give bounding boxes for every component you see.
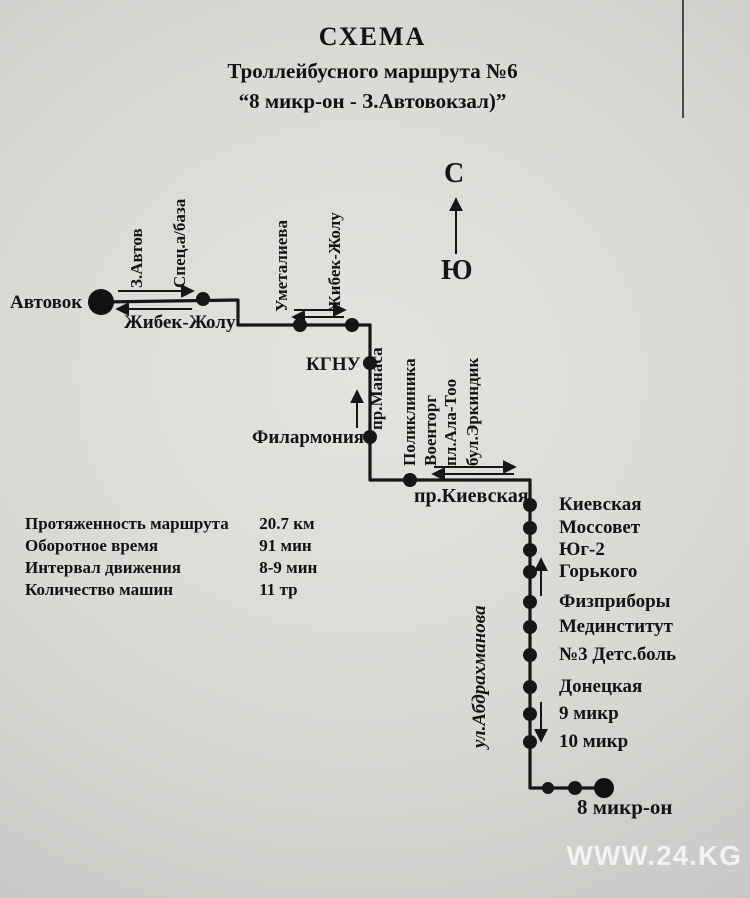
stat-row: Интервал движения 8-9 мин [25,557,317,579]
stop-label-gorkogo: Горького [559,561,638,582]
stop-label-detsbol: №3 Детс.боль [559,644,677,665]
stat-row: Протяженность маршрута 20.7 км [25,513,317,535]
stop-label-fizpribory: Физприборы [559,591,671,612]
street-label-pr-kievskaya: пр.Киевская [414,485,529,507]
watermark: WWW.24.KG [566,840,742,871]
street-label-ul-abdrakhmanova: ул.Абдрахманова [469,605,490,748]
stop-label-yug2: Юг-2 [559,539,605,560]
stop-label-medinstitut: Мединститут [559,616,673,637]
stop-label-donetskaya: Донецкая [559,676,643,697]
stat-row: Количество машин 11 тр [25,579,317,601]
stop-label-filarmonia: Филармония [252,427,365,448]
title-line1: СХЕМА [318,22,427,51]
scan-artifact-line [682,0,684,118]
stat-label-vehicles: Количество машин [25,580,174,599]
compass-south-label: Ю [441,255,473,286]
terminal-dot-east [594,778,614,798]
stop-label-voentorg: Военторг [421,395,440,466]
stop-label-z-avtov: З.Автов [127,228,146,288]
stat-label-interval: Интервал движения [25,558,181,577]
street-label-zhibek-zholu: Жибек-Жолу [124,312,236,333]
stat-value-vehicles: 11 тр [259,580,298,599]
stop-label-mossovet: Моссовет [559,517,641,538]
stop-label-spec-baza: Спец.а/база [170,198,189,288]
route-stats: Протяженность маршрута 20.7 км Оборотное… [25,513,317,601]
title-line2: Троллейбусного маршрута №6 [227,59,518,83]
stat-value-interval: 8-9 мин [259,558,318,577]
street-label-pr-manasa: пр.Манаса [367,347,386,430]
stat-value-length: 20.7 км [259,514,315,533]
title-line3: “8 микр-он - З.Автовокзал)” [238,89,507,113]
terminal-east-label: 8 микр-он [577,795,673,819]
stop-label-kievskaya: Киевская [559,494,642,515]
stop-label-bul-erkindik: бул.Эркиндик [463,357,482,466]
stop-label-kgnu: КГНУ [306,354,361,375]
title-block: СХЕМА Троллейбусного маршрута №6 “8 микр… [0,22,745,114]
terminal-west-label: Автовок [10,292,83,313]
stat-label-length: Протяженность маршрута [25,514,229,533]
stop-label-poliklinika: Поликлиника [400,358,419,466]
stop-label-10mikr: 10 микр [559,731,629,752]
stop-label-umetalieva: Уметалиева [272,220,291,312]
stat-label-turnaround: Оборотное время [25,536,159,555]
stop-label-pl-ala-too: пл.Ала-Тоо [441,378,460,466]
compass-north-label: С [444,158,465,189]
terminal-dot-west [88,289,114,315]
direction-arrows [115,284,548,743]
stop-label-9mikr: 9 микр [559,703,619,724]
stat-row: Оборотное время 91 мин [25,535,317,557]
stop-label-zhibek-zholu-2: Жибек-Жолу [325,212,344,312]
stat-value-turnaround: 91 мин [259,536,312,555]
